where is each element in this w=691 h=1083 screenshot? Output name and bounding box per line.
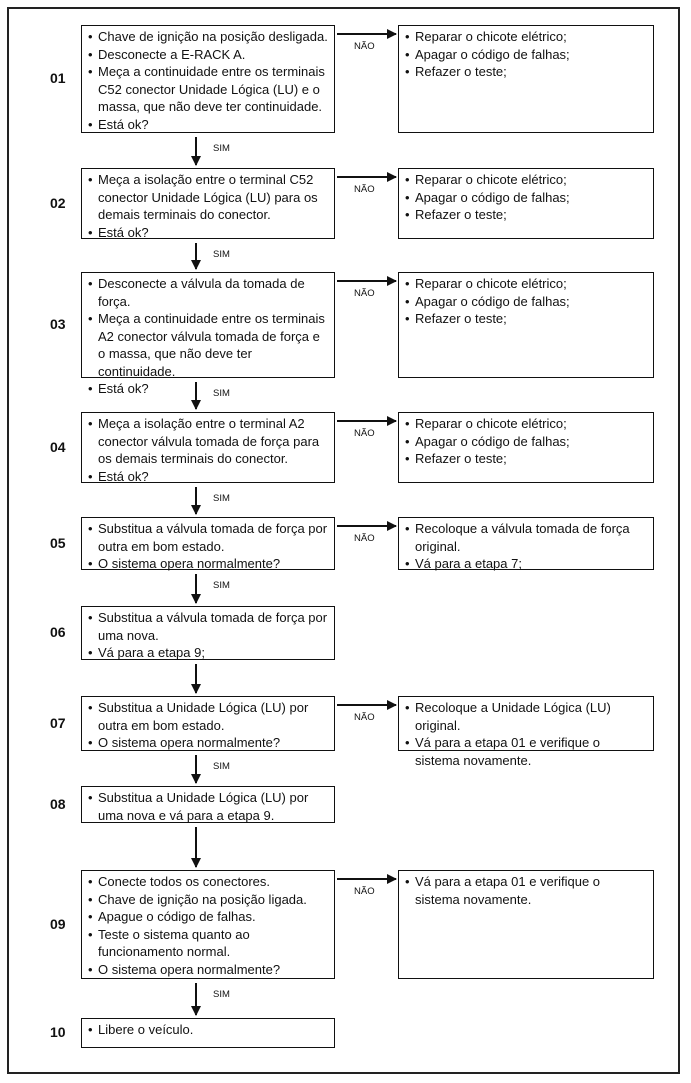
check-box-item: Vá para a etapa 9; [88,644,328,662]
check-box-item: Apague o código de falhas. [88,908,328,926]
no-action-box-item: Recoloque a válvula tomada de força orig… [405,520,647,555]
check-box-item: Conecte todos os conectores. [88,873,328,891]
no-action-box: Reparar o chicote elétrico;Apagar o códi… [398,25,654,133]
no-action-box: Recoloque a válvula tomada de força orig… [398,517,654,573]
no-action-box-item: Apagar o código de falhas; [405,189,647,207]
step-number: 02 [50,194,66,211]
flowchart-frame [7,7,680,1074]
step-number: 03 [50,316,66,332]
check-box-item: Meça a isolação entre o terminal A2 cone… [88,415,328,468]
check-box: Desconecte a válvula da tomada de força.… [81,272,335,396]
check-box-item: Teste o sistema quanto ao funcionamento … [88,926,328,961]
no-action-box-item: Vá para a etapa 7; [405,555,647,573]
yes-label: SIM [213,388,230,399]
no-label: NÃO [354,886,375,897]
no-label: NÃO [354,428,375,439]
check-box: Chave de ignição na posição desligada.De… [81,25,335,133]
no-label: NÃO [354,288,375,299]
no-action-box-item: Reparar o chicote elétrico; [405,275,647,293]
step-number: 10 [50,1024,66,1040]
check-box-item: Chave de ignição na posição desligada. [88,28,328,46]
yes-label: SIM [213,493,230,504]
step-number: 08 [50,795,66,812]
no-action-box-item: Apagar o código de falhas; [405,293,647,311]
no-action-box: Recoloque a Unidade Lógica (LU) original… [398,696,654,768]
no-action-box-item: Vá para a etapa 01 e verifique o sistema… [405,873,647,908]
check-box-item: Substitua a válvula tomada de força por … [88,520,328,555]
no-action-box-item: Refazer o teste; [405,63,647,81]
step-number: 05 [50,534,66,551]
no-label: NÃO [354,184,375,195]
check-box: Substitua a válvula tomada de força por … [81,517,335,573]
check-box-item: Meça a continuidade entre os terminais A… [88,310,328,380]
no-action-box-item: Apagar o código de falhas; [405,46,647,64]
yes-label: SIM [213,580,230,591]
check-box-item: Substitua a válvula tomada de força por … [88,609,328,644]
check-box-item: Substitua a Unidade Lógica (LU) por outr… [88,699,328,734]
step-number: 07 [50,714,66,731]
check-box: Meça a isolação entre o terminal A2 cone… [81,412,335,486]
check-box: Substitua a válvula tomada de força por … [81,606,335,660]
check-box-item: Está ok? [88,380,328,398]
step-number: 09 [50,915,66,932]
yes-label: SIM [213,989,230,1000]
check-box-item: Meça a continuidade entre os terminais C… [88,63,328,116]
no-action-box-item: Reparar o chicote elétrico; [405,28,647,46]
check-box-item: Meça a isolação entre o terminal C52 con… [88,171,328,224]
no-label: NÃO [354,41,375,52]
no-label: NÃO [354,712,375,723]
no-action-box: Reparar o chicote elétrico;Apagar o códi… [398,272,654,378]
yes-label: SIM [213,143,230,154]
check-box: Substitua a Unidade Lógica (LU) por outr… [81,696,335,751]
no-action-box-item: Apagar o código de falhas; [405,433,647,451]
no-label: NÃO [354,533,375,544]
check-box: Substitua a Unidade Lógica (LU) por uma … [81,786,335,823]
check-box-item: Substitua a Unidade Lógica (LU) por uma … [88,789,328,824]
no-action-box-item: Reparar o chicote elétrico; [405,415,647,433]
yes-label: SIM [213,249,230,260]
no-action-box-item: Reparar o chicote elétrico; [405,171,647,189]
no-action-box-item: Refazer o teste; [405,450,647,468]
step-number: 01 [50,70,66,86]
check-box-item: Desconecte a válvula da tomada de força. [88,275,328,310]
step-number: 06 [50,624,66,640]
no-action-box: Reparar o chicote elétrico;Apagar o códi… [398,168,654,239]
no-action-box-item: Vá para a etapa 01 e verifique o sistema… [405,734,647,769]
check-box-item: Libere o veículo. [88,1021,328,1039]
check-box-item: Chave de ignição na posição ligada. [88,891,328,909]
no-action-box-item: Refazer o teste; [405,206,647,224]
step-number: 04 [50,438,66,455]
check-box-item: Está ok? [88,116,328,134]
check-box-item: Desconecte a E-RACK A. [88,46,328,64]
check-box: Libere o veículo. [81,1018,335,1048]
check-box: Conecte todos os conectores.Chave de ign… [81,870,335,979]
check-box-item: Está ok? [88,224,328,242]
check-box-item: O sistema opera normalmente? [88,555,328,573]
check-box-item: O sistema opera normalmente? [88,961,328,979]
check-box-item: Está ok? [88,468,328,486]
check-box-item: O sistema opera normalmente? [88,734,328,752]
check-box: Meça a isolação entre o terminal C52 con… [81,168,335,242]
yes-label: SIM [213,761,230,772]
no-action-box-item: Refazer o teste; [405,310,647,328]
no-action-box: Reparar o chicote elétrico;Apagar o códi… [398,412,654,483]
no-action-box: Vá para a etapa 01 e verifique o sistema… [398,870,654,979]
no-action-box-item: Recoloque a Unidade Lógica (LU) original… [405,699,647,734]
